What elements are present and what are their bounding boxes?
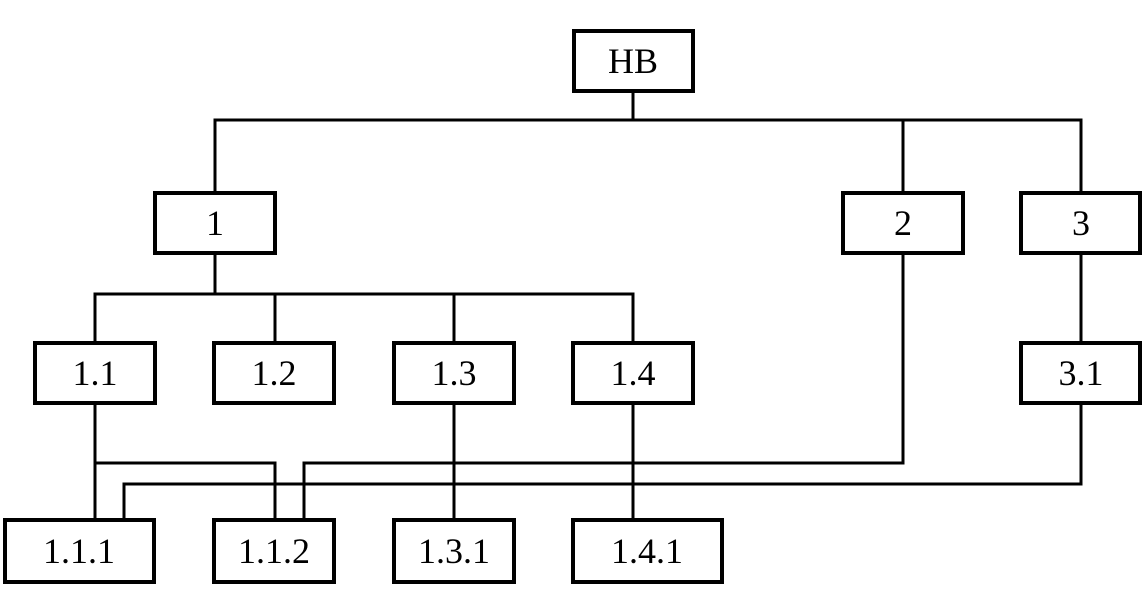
node-1.3.1: 1.3.1 xyxy=(392,518,516,584)
node-1.4: 1.4 xyxy=(571,341,695,405)
node-1.3: 1.3 xyxy=(392,341,516,405)
node-1.3-label: 1.3 xyxy=(432,353,477,393)
node-3.1-label: 3.1 xyxy=(1059,353,1104,393)
node-3-label: 3 xyxy=(1072,203,1090,243)
node-1.1.2-label: 1.1.2 xyxy=(238,531,310,571)
node-1.1.1: 1.1.1 xyxy=(3,518,156,584)
node-1.1.2: 1.1.2 xyxy=(212,518,336,584)
node-1.2-label: 1.2 xyxy=(252,353,297,393)
node-3: 3 xyxy=(1019,191,1142,255)
node-1.3.1-label: 1.3.1 xyxy=(418,531,490,571)
node-1: 1 xyxy=(153,191,277,255)
node-1.1.1-label: 1.1.1 xyxy=(43,531,115,571)
node-1.1-label: 1.1 xyxy=(73,353,118,393)
node-root: НВ xyxy=(572,29,695,93)
node-1.2: 1.2 xyxy=(212,341,336,405)
connectors xyxy=(93,90,1083,522)
node-2: 2 xyxy=(841,191,965,255)
edge-2-to-1.1.2 xyxy=(302,252,905,522)
nodes: НВ 1 2 3 1.1 1.2 1.3 1.4 xyxy=(3,29,1142,584)
node-1.4.1: 1.4.1 xyxy=(571,518,724,584)
node-1.1: 1.1 xyxy=(33,341,157,405)
edge-3.1-to-1.1.1 xyxy=(122,401,1083,522)
node-root-label: НВ xyxy=(608,41,658,81)
node-2-label: 2 xyxy=(894,203,912,243)
node-1.4-label: 1.4 xyxy=(611,353,656,393)
edge-1.1-to-1.1.2 xyxy=(93,461,277,522)
node-1.4.1-label: 1.4.1 xyxy=(611,531,683,571)
node-3.1: 3.1 xyxy=(1019,341,1142,405)
node-1-label: 1 xyxy=(206,203,224,243)
